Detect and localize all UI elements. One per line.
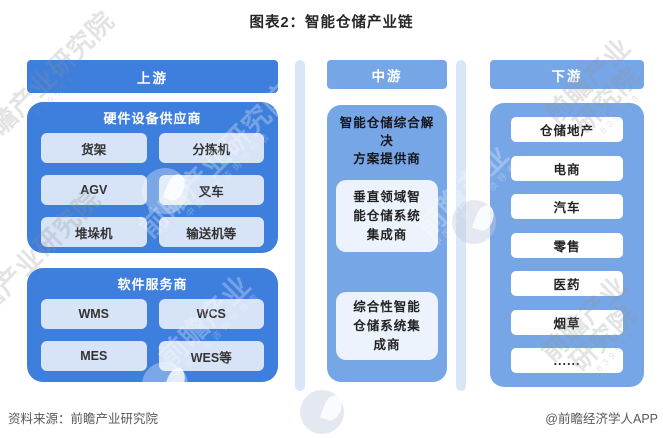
hardware-suppliers-group: 硬件设备供应商 货架 分拣机 AGV 叉车 堆垛机 输送机等 [27, 102, 278, 253]
software-group-title: 软件服务商 [117, 277, 188, 292]
hardware-group-title: 硬件设备供应商 [103, 111, 202, 126]
software-providers-group: 软件服务商 WMS WCS MES WES等 [27, 268, 278, 382]
software-item: WES等 [158, 341, 264, 371]
hardware-items-grid: 货架 分拣机 AGV 叉车 堆垛机 输送机等 [41, 133, 264, 247]
page-title: 图表2：智能仓储产业链 [249, 15, 414, 31]
software-item: WMS [41, 299, 147, 329]
hardware-item: 输送机等 [158, 217, 264, 247]
data-source-label: 资料来源：前瞻产业研究院 [8, 412, 159, 426]
watermark-logo-circle [300, 390, 344, 434]
software-item: WCS [158, 299, 264, 329]
solution-provider-group: 智能仓储综合解决 方案提供商 垂直领域智 能仓储系统 集成商 综合性智能 仓储系… [327, 105, 447, 382]
software-items-grid: WMS WCS MES WES等 [41, 299, 264, 371]
hardware-item: 分拣机 [158, 133, 264, 163]
hardware-item: 货架 [41, 133, 147, 163]
industry-item: 汽车 [511, 194, 623, 219]
industry-item: 医药 [511, 271, 623, 296]
credit-label: @前瞻经济学人APP [545, 412, 658, 426]
industry-item: 电商 [511, 155, 623, 181]
industry-item: 仓储地产 [511, 117, 623, 142]
downstream-industries-group: 仓储地产 电商 汽车 零售 医药 烟草 ...... [490, 103, 644, 387]
hardware-item: 叉车 [158, 175, 264, 205]
software-item: MES [41, 341, 147, 371]
solution-provider-title: 智能仓储综合解决 方案提供商 [339, 116, 435, 167]
industry-item: 零售 [511, 232, 623, 258]
industry-item: ...... [511, 348, 623, 373]
integrator-item: 垂直领域智 能仓储系统 集成商 [336, 180, 438, 253]
column-divider-stripe [295, 60, 305, 391]
midstream-header: 中游 [327, 60, 447, 89]
industry-item: 烟草 [511, 309, 623, 335]
upstream-header: 上游 [27, 60, 278, 93]
column-divider-stripe [456, 60, 466, 391]
integrator-item: 综合性智能 仓储系统集 成商 [336, 292, 438, 361]
hardware-item: 堆垛机 [41, 217, 147, 247]
hardware-item: AGV [41, 175, 147, 205]
downstream-header: 下游 [490, 60, 644, 89]
